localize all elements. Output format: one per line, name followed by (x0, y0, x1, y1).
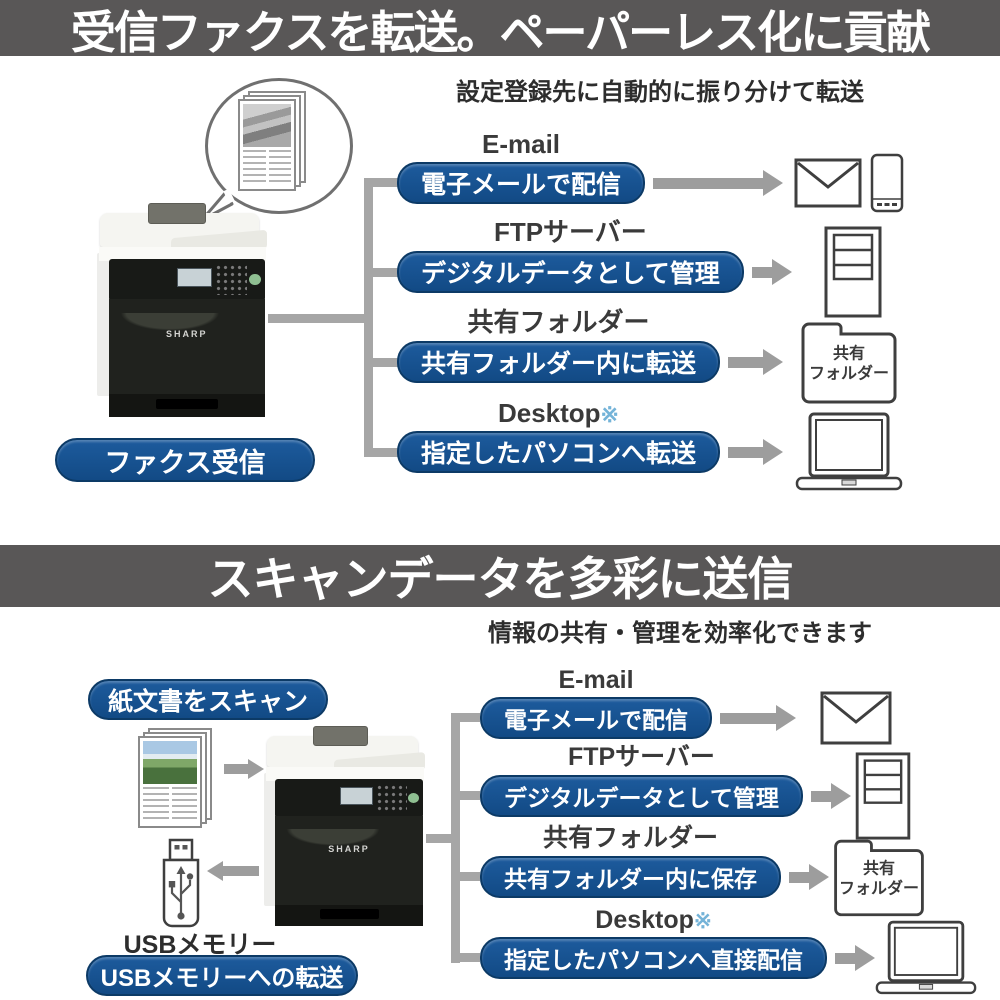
document-page (238, 99, 296, 191)
scan-section-title: スキャンデータを多彩に送信 (0, 545, 1000, 607)
flow-row-ftp: FTPサーバー デジタルデータとして管理 (480, 743, 916, 840)
shared-folder-icon: 共有 フォルダー (829, 837, 929, 917)
row-header: Desktop※ (497, 398, 620, 428)
printer-paper-tray (108, 393, 265, 417)
row-pill: 共有フォルダー内に保存 (480, 856, 781, 898)
printer-keypad (214, 264, 248, 295)
printer-start-button (249, 274, 261, 286)
envelope-icon (794, 158, 862, 208)
folder-icon-label: 共有 フォルダー (808, 345, 889, 383)
connector-stub (364, 268, 400, 277)
scan-source-pill: 紙文書をスキャン (88, 679, 328, 720)
forward-arrow-icon (720, 705, 796, 731)
printer-screen (340, 786, 374, 806)
printer-control-panel (108, 259, 265, 302)
mfp-printer: SHARP (97, 202, 268, 421)
forward-arrow-icon (751, 259, 792, 285)
connector-stub (364, 448, 400, 457)
connector-stub (451, 953, 480, 962)
footnote-mark: ※ (693, 909, 712, 933)
connector-stub (451, 872, 480, 881)
flow-row-desktop: Desktop※ 指定したパソコンへ転送 (397, 398, 915, 492)
printer-paper-tray (275, 904, 423, 927)
usb-transfer-pill: USBメモリーへの転送 (86, 955, 358, 996)
printer-control-panel (275, 779, 423, 819)
connector-line (426, 834, 458, 843)
usb-memory-icon (162, 838, 200, 928)
scan-arrow-icon (224, 759, 264, 779)
row-header: Desktop※ (595, 906, 712, 934)
printer-brand-logo: SHARP (166, 328, 208, 339)
fax-section-title: 受信ファクスを転送。ペーパーレス化に貢献 (0, 0, 1000, 58)
row-pill: 電子メールで配信 (480, 697, 712, 739)
printer-keypad (375, 783, 407, 812)
fax-receive-pill: ファクス受信 (55, 438, 315, 482)
server-icon (824, 226, 882, 318)
flow-row-shared-folder: 共有フォルダー 共有フォルダー内に転送 共有 フォルダー (397, 307, 915, 404)
connector-stub (364, 358, 400, 367)
row-pill: 指定したパソコンへ直接配信 (480, 937, 827, 979)
forward-arrow-icon (728, 349, 783, 375)
flow-row-shared-folder: 共有フォルダー 共有フォルダー内に保存 共有 フォルダー (480, 824, 924, 917)
scan-section-subtitle: 情報の共有・管理を効率化できます (488, 620, 872, 647)
fax-section-title-text: 受信ファクスを転送。ペーパーレス化に貢献 (70, 6, 931, 58)
connector-trunk (364, 178, 373, 457)
row-header: E-mail (558, 666, 634, 694)
forward-arrow-icon (653, 170, 783, 196)
row-header: 共有フォルダー (542, 824, 719, 852)
scan-documents (138, 728, 212, 828)
scan-section-title-text: スキャンデータを多彩に送信 (207, 553, 794, 605)
row-header: FTPサーバー (493, 217, 647, 247)
printer-brand-logo: SHARP (328, 843, 370, 854)
forward-arrow-icon (835, 945, 875, 971)
row-header: E-mail (481, 129, 561, 159)
forward-arrow-icon (810, 783, 851, 809)
flow-row-email: E-mail 電子メールで配信 (397, 129, 915, 213)
connector-stub (451, 713, 480, 722)
envelope-icon (820, 691, 892, 745)
forward-arrow-icon (728, 439, 783, 465)
usb-caption: USBメモリー (123, 931, 277, 959)
smartphone-icon (870, 153, 904, 213)
shared-folder-icon: 共有 フォルダー (796, 320, 902, 404)
folder-icon-label: 共有 フォルダー (838, 860, 919, 898)
flow-row-email: E-mail 電子メールで配信 (480, 666, 916, 745)
row-pill: デジタルデータとして管理 (480, 775, 803, 817)
document-photo-color (143, 741, 197, 784)
usb-arrow-icon (207, 861, 259, 881)
footnote-mark: ※ (600, 402, 620, 427)
connector-trunk (451, 713, 460, 963)
row-pill: 指定したパソコンへ転送 (397, 431, 721, 473)
connector-line (268, 314, 368, 323)
connector-stub (451, 791, 480, 800)
fax-section-subtitle: 設定登録先に自動的に振り分けて転送 (456, 79, 864, 106)
flow-row-desktop: Desktop※ 指定したパソコンへ直接配信 (480, 906, 977, 996)
connector-stub (364, 178, 400, 187)
row-pill: 電子メールで配信 (397, 162, 646, 204)
received-fax-document (238, 91, 306, 191)
row-header: 共有フォルダー (467, 307, 650, 337)
speech-bubble-tail-icon (200, 190, 235, 222)
laptop-icon (875, 920, 977, 995)
flow-row-ftp: FTPサーバー デジタルデータとして管理 (397, 217, 915, 318)
document-photo-mono (243, 104, 291, 147)
row-pill: 共有フォルダー内に転送 (397, 341, 721, 383)
row-header: FTPサーバー (567, 743, 715, 771)
forward-arrow-icon (789, 864, 829, 890)
laptop-icon (795, 412, 903, 491)
row-pill: デジタルデータとして管理 (397, 251, 744, 293)
mfp-printer: SHARP (264, 726, 426, 930)
document-text-lines (243, 149, 291, 186)
printer-start-button (408, 793, 420, 804)
document-text-lines (143, 786, 197, 823)
server-icon (856, 752, 911, 840)
document-page (138, 736, 202, 828)
printer-screen (177, 267, 213, 288)
